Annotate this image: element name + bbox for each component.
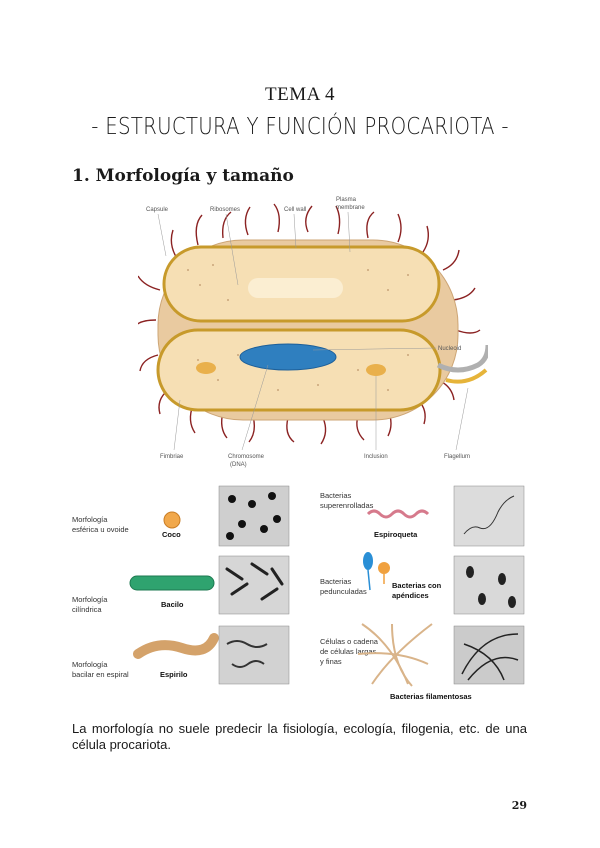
label-espiral-2: bacilar en espiral bbox=[72, 670, 129, 679]
bacterial-morphology-figure: Morfología esférica u ovoide Morfología … bbox=[72, 484, 528, 706]
label-nucleoid: Nucleoid bbox=[438, 346, 461, 352]
label-ped-1: Bacterias bbox=[320, 577, 352, 586]
label-coco: Coco bbox=[162, 530, 181, 539]
label-esferica-2: esférica u ovoide bbox=[72, 525, 129, 534]
prokaryotic-cell-diagram: Capsule Ribosomes Cell wall Plasma membr… bbox=[138, 190, 488, 480]
label-apendices-2: apéndices bbox=[392, 591, 429, 600]
morphology-illustration: Morfología esférica u ovoide Morfología … bbox=[72, 484, 528, 706]
label-apendices-1: Bacterias con bbox=[392, 581, 442, 590]
micrograph-espirilo bbox=[219, 626, 289, 684]
label-capsule: Capsule bbox=[146, 207, 169, 213]
label-chromosome-1: Chromosome bbox=[228, 454, 265, 460]
spirillum-shape bbox=[138, 638, 214, 654]
chapter-label: TEMA 4 bbox=[0, 84, 600, 106]
label-ribosomes: Ribosomes bbox=[210, 207, 240, 213]
label-espiroqueta: Espiroqueta bbox=[374, 530, 418, 539]
label-cell-wall: Cell wall bbox=[284, 207, 306, 213]
micrograph-espiroqueta bbox=[454, 486, 524, 546]
label-chromosome-2: (DNA) bbox=[230, 462, 247, 468]
label-cadena-1: Células o cadena bbox=[320, 637, 379, 646]
prosthecate-stalk bbox=[368, 570, 370, 590]
chapter-title: - ESTRUCTURA Y FUNCIÓN PROCARIOTA - bbox=[42, 114, 558, 140]
label-bacilo: Bacilo bbox=[161, 600, 184, 609]
prosthecate-shape bbox=[363, 552, 373, 570]
section-title: Morfología y tamaño bbox=[96, 166, 294, 186]
label-ped-2: pedunculadas bbox=[320, 587, 367, 596]
label-espiral-1: Morfología bbox=[72, 660, 108, 669]
label-cadena-3: y finas bbox=[320, 657, 342, 666]
upper-nucleoid bbox=[248, 278, 343, 298]
label-cilindrica-2: cilíndrica bbox=[72, 605, 102, 614]
coccus-shape bbox=[164, 512, 180, 528]
section-number: 1. bbox=[72, 166, 90, 186]
inclusion-right bbox=[366, 364, 386, 376]
label-flagellum: Flagellum bbox=[444, 454, 470, 460]
label-plasma-membrane-2: membrane bbox=[336, 205, 365, 211]
label-cadena-2: de células largas bbox=[320, 647, 377, 656]
label-filamentosas: Bacterias filamentosas bbox=[390, 692, 472, 701]
page-number: 29 bbox=[512, 799, 527, 812]
label-esferica-1: Morfología bbox=[72, 515, 108, 524]
bacillus-shape bbox=[130, 576, 214, 590]
body-paragraph: La morfología no suele predecir la fisio… bbox=[72, 721, 527, 753]
inclusion-left bbox=[196, 362, 216, 374]
label-espirilo: Espirilo bbox=[160, 670, 188, 679]
cell-illustration: Capsule Ribosomes Cell wall Plasma membr… bbox=[138, 190, 488, 480]
label-super-1: Bacterias bbox=[320, 491, 352, 500]
label-super-2: superenrolladas bbox=[320, 501, 374, 510]
label-cilindrica-1: Morfología bbox=[72, 595, 108, 604]
section-heading: 1. Morfología y tamaño bbox=[72, 166, 294, 186]
appendaged-shape bbox=[378, 562, 390, 574]
chromosome-shape bbox=[240, 344, 336, 370]
label-fimbriae: Fimbriae bbox=[160, 454, 184, 460]
spirochete-shape bbox=[368, 511, 428, 517]
label-plasma-membrane-1: Plasma bbox=[336, 197, 357, 203]
label-inclusion: Inclusion bbox=[364, 454, 388, 460]
